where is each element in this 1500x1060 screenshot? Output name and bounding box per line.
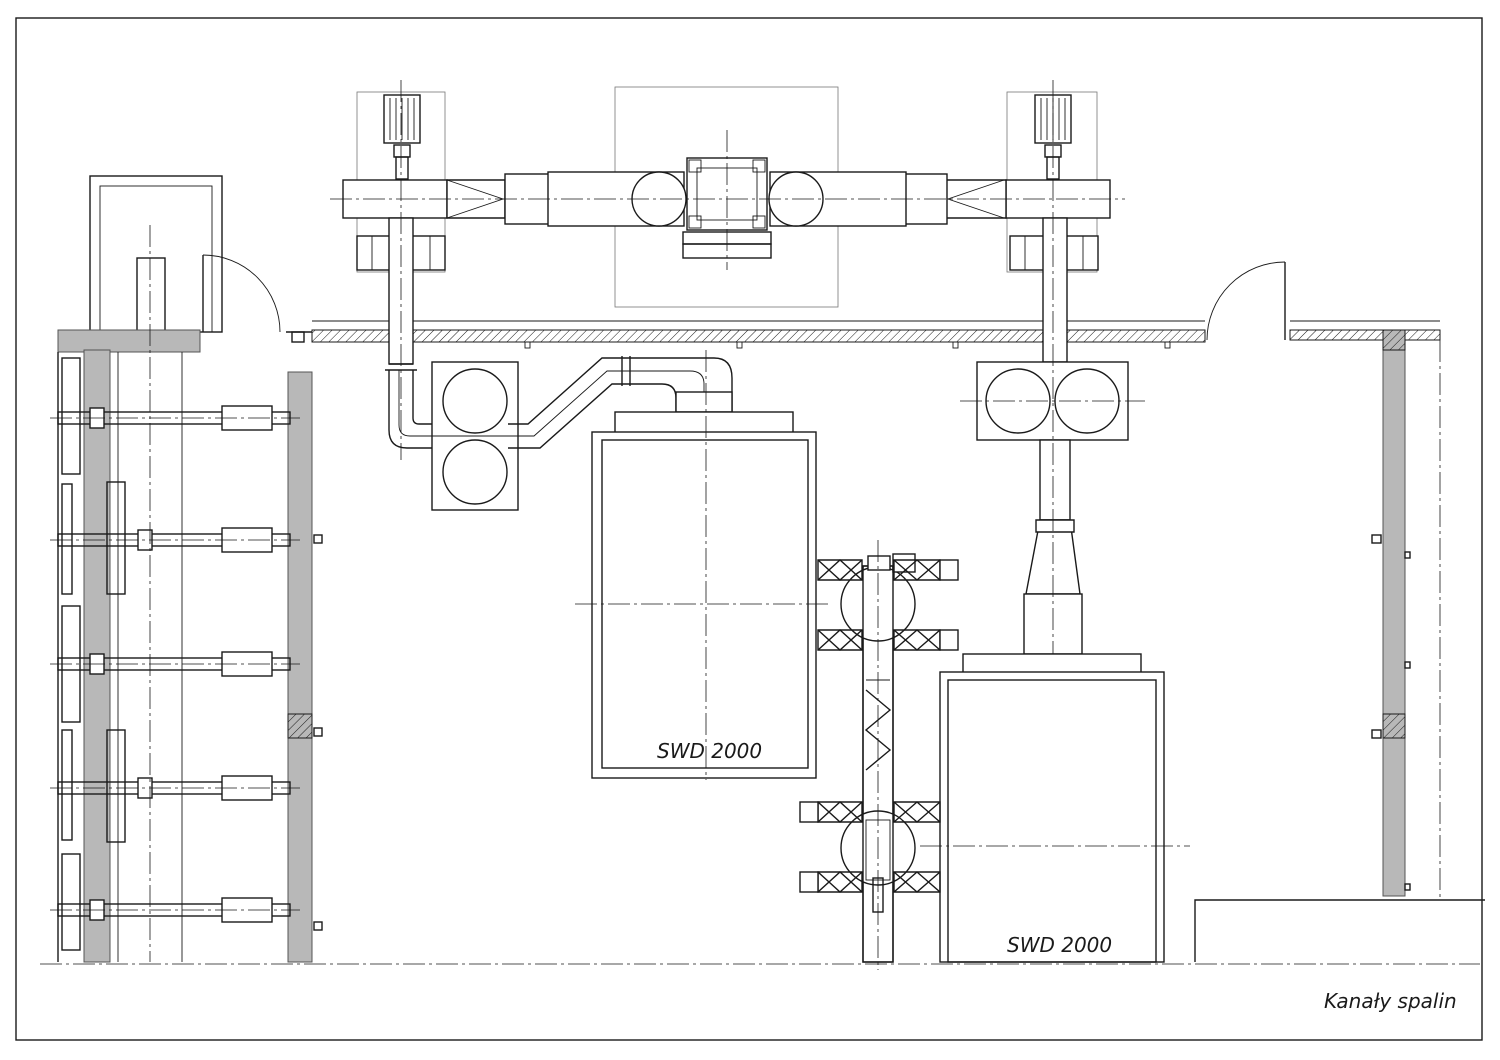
centre-lines bbox=[40, 80, 1480, 965]
unit-label-right: SWD 2000 bbox=[1007, 933, 1112, 957]
right-flue-duct bbox=[976, 80, 1129, 660]
right-wall bbox=[1194, 329, 1485, 962]
ceiling-slab bbox=[286, 261, 1441, 349]
boiler-left bbox=[575, 350, 830, 780]
drawing-title: Kanały spalin bbox=[1324, 989, 1457, 1013]
upper-left-room bbox=[89, 175, 281, 349]
left-wall bbox=[57, 329, 323, 963]
top-fan-assembly bbox=[342, 86, 1111, 308]
unit-label-left: SWD 2000 bbox=[657, 739, 762, 763]
boiler-right bbox=[920, 653, 1190, 963]
drawing-frame bbox=[15, 17, 1483, 1041]
central-chimney bbox=[799, 540, 959, 970]
